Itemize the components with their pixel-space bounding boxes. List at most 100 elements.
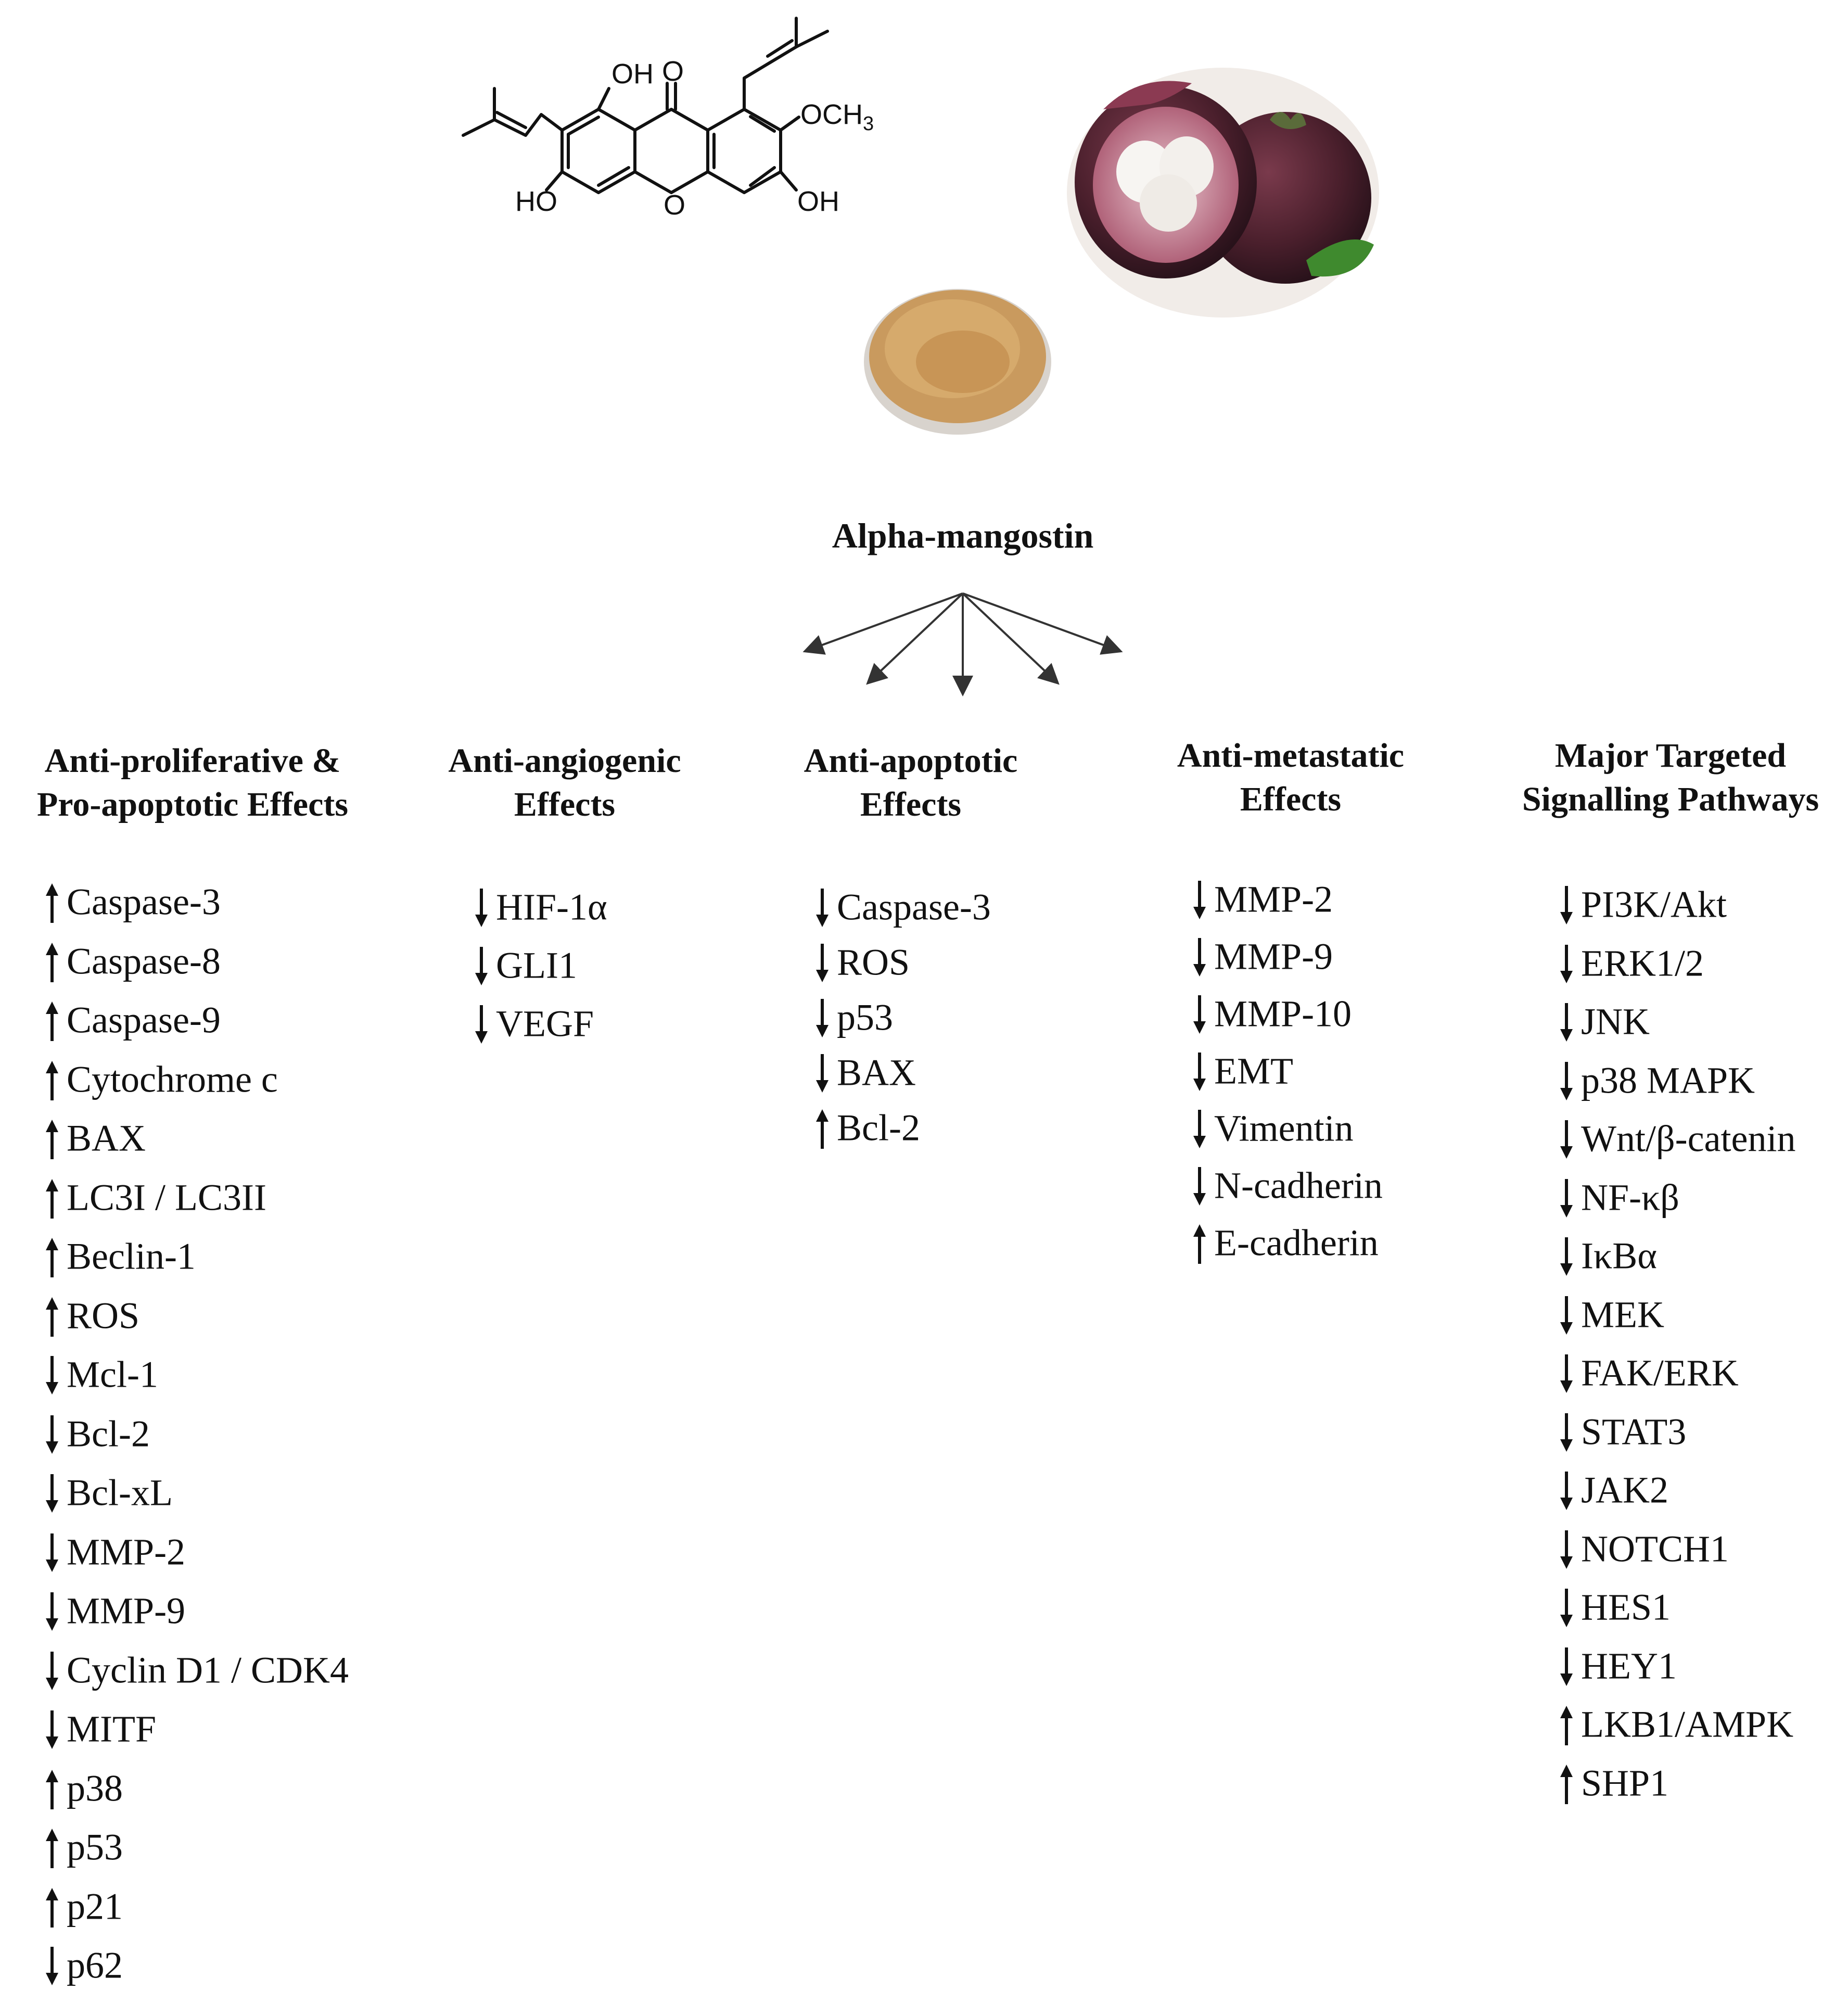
effect-item-label: JNK: [1581, 1000, 1650, 1043]
effect-item-label: p38 MAPK: [1581, 1059, 1755, 1101]
effect-item-label: N-cadherin: [1214, 1164, 1383, 1207]
oh-right-label: OH: [797, 186, 839, 217]
effect-item-label: Vimentin: [1214, 1107, 1354, 1149]
down-arrow-icon: [1189, 933, 1214, 980]
effect-item-label: Mcl-1: [67, 1353, 158, 1396]
up-arrow-icon: [42, 1233, 67, 1279]
effect-item: SHP1: [1556, 1756, 1669, 1806]
effect-item-label: MMP-9: [1214, 935, 1333, 978]
column-heading-line2: Pro-apoptotic Effects: [36, 785, 349, 823]
down-arrow-icon: [42, 1469, 67, 1516]
effect-item: NOTCH1: [1556, 1521, 1729, 1569]
effect-item: Wnt/β-catenin: [1556, 1111, 1795, 1159]
up-arrow-icon: [42, 878, 67, 925]
effect-item: p53: [812, 990, 893, 1038]
arrow-5: [962, 592, 1123, 655]
effect-item-label: FAK/ERK: [1581, 1352, 1739, 1394]
effect-item-label: SHP1: [1581, 1761, 1669, 1804]
effect-item-label: Caspase-3: [67, 881, 221, 923]
down-arrow-icon: [1189, 876, 1214, 922]
effect-item-label: Bcl-xL: [67, 1472, 173, 1514]
alpha-mangostin-structure: OH O OCH3 HO O OH: [462, 17, 874, 221]
effect-item-label: Bcl-2: [837, 1107, 920, 1149]
down-arrow-icon: [1556, 1642, 1581, 1689]
effect-item: NF-κβ: [1556, 1170, 1679, 1218]
column-heading-line1: Anti-angiogenic: [448, 742, 681, 780]
effect-item: Beclin-1: [42, 1229, 196, 1279]
effect-item-label: BAX: [67, 1117, 146, 1159]
down-arrow-icon: [471, 883, 496, 930]
down-arrow-icon: [1556, 1525, 1581, 1572]
effect-item: Cyclin D1 / CDK4: [42, 1643, 349, 1693]
up-arrow-icon: [42, 1883, 67, 1930]
arrow-1: [802, 592, 963, 655]
effect-item-label: Caspase-3: [837, 886, 991, 928]
column-heading-line1: Major Targeted: [1554, 737, 1787, 775]
down-arrow-icon: [42, 1942, 67, 1988]
down-arrow-icon: [1556, 1174, 1581, 1221]
effect-item-label: p62: [67, 1944, 123, 1986]
effect-item: Mcl-1: [42, 1347, 158, 1396]
down-arrow-icon: [1189, 990, 1214, 1037]
effect-item: Caspase-3: [42, 874, 221, 923]
effect-item: N-cadherin: [1189, 1158, 1383, 1207]
effect-item-label: HIF-1α: [496, 886, 607, 928]
down-arrow-icon: [471, 942, 496, 988]
column-heading-line1: Anti-apoptotic: [804, 742, 1018, 780]
up-arrow-icon: [812, 1104, 837, 1151]
effect-item: VEGF: [471, 996, 594, 1045]
effect-item-label: Bcl-2: [67, 1412, 150, 1454]
effect-item: MMP-10: [1189, 986, 1352, 1035]
ring-o-label: O: [664, 189, 685, 221]
up-arrow-icon: [42, 996, 67, 1043]
effect-item: PI3K/Akt: [1556, 877, 1727, 925]
effect-item-label: JAK2: [1581, 1469, 1669, 1511]
column-heading-line1: Anti-metastatic: [1177, 737, 1405, 775]
down-arrow-icon: [1556, 1115, 1581, 1162]
effect-item: HEY1: [1556, 1639, 1677, 1687]
up-arrow-icon: [42, 1174, 67, 1221]
effect-item-label: GLI1: [496, 944, 577, 986]
effect-item: p62: [42, 1938, 123, 1988]
effect-item: LKB1/AMPK: [1556, 1697, 1793, 1746]
effect-item-label: p53: [837, 996, 893, 1038]
effect-item-label: Caspase-9: [67, 999, 221, 1041]
effect-item-label: HES1: [1581, 1586, 1671, 1628]
compound-title: Alpha-mangostin: [832, 516, 1094, 555]
down-arrow-icon: [1556, 1466, 1581, 1513]
effect-item-label: VEGF: [496, 1003, 594, 1045]
effect-item-label: NF-κβ: [1581, 1176, 1679, 1218]
effect-item-label: BAX: [837, 1051, 916, 1094]
effect-item-label: ROS: [67, 1294, 140, 1336]
effect-item-label: MMP-10: [1214, 993, 1352, 1035]
effect-item: Caspase-8: [42, 934, 221, 982]
effect-item: LC3I / LC3II: [42, 1170, 266, 1219]
down-arrow-icon: [812, 994, 837, 1041]
up-arrow-icon: [1556, 1759, 1581, 1806]
effect-item: HES1: [1556, 1580, 1671, 1628]
effect-item: MITF: [42, 1702, 157, 1750]
effect-item-label: MITF: [67, 1708, 157, 1750]
effect-item-label: Cyclin D1 / CDK4: [67, 1649, 349, 1691]
effect-item-label: HEY1: [1581, 1644, 1677, 1687]
column-heading-line1: Anti-proliferative &: [44, 742, 341, 780]
down-arrow-icon: [42, 1646, 67, 1693]
branch-arrows: [802, 592, 1123, 696]
up-arrow-icon: [42, 1056, 67, 1102]
oh-top-label: OH: [611, 58, 654, 90]
effect-item-label: Beclin-1: [67, 1235, 196, 1277]
effect-item-label: Cytochrome c: [67, 1058, 278, 1100]
effect-item: Vimentin: [1189, 1101, 1354, 1149]
up-arrow-icon: [1189, 1219, 1214, 1266]
effect-item-label: MEK: [1581, 1293, 1664, 1335]
up-arrow-icon: [42, 1765, 67, 1811]
column-heading-line2: Effects: [860, 785, 962, 823]
effect-item: Bcl-2: [42, 1406, 150, 1454]
effect-item: Bcl-xL: [42, 1465, 173, 1514]
down-arrow-icon: [812, 883, 837, 930]
down-arrow-icon: [1189, 1162, 1214, 1209]
up-arrow-icon: [42, 1114, 67, 1161]
down-arrow-icon: [1556, 1349, 1581, 1396]
